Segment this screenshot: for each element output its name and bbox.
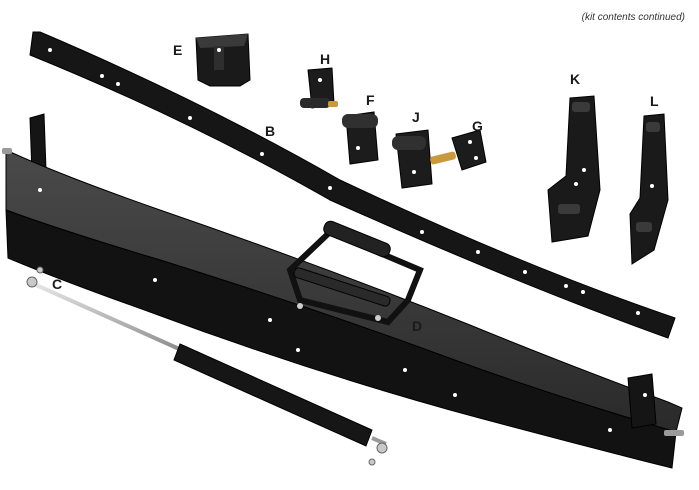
part-h-pin-bracket — [300, 67, 338, 109]
part-k-mounting-bracket — [547, 95, 601, 243]
part-b-flat-bar — [29, 31, 676, 339]
part-l-mounting-bracket — [629, 113, 669, 265]
part-c-gas-strut — [26, 266, 388, 466]
hitch-assembly — [286, 220, 424, 326]
label-j: J — [412, 109, 420, 125]
part-j-pin-bracket — [392, 129, 433, 189]
label-l: L — [650, 93, 659, 109]
part-d-frame-beam — [2, 113, 684, 469]
part-e-channel-block — [195, 33, 251, 87]
label-e: E — [173, 42, 182, 58]
label-b: B — [265, 123, 275, 139]
label-h: H — [320, 51, 330, 67]
label-c: C — [52, 276, 62, 292]
part-g-pin-bracket — [430, 129, 487, 171]
kit-contents-caption: (kit contents continued) — [581, 12, 685, 23]
part-f-hinge-bracket — [342, 111, 379, 165]
label-k: K — [570, 71, 580, 87]
label-g: G — [472, 118, 483, 134]
label-d: D — [412, 318, 422, 334]
label-f: F — [366, 92, 375, 108]
